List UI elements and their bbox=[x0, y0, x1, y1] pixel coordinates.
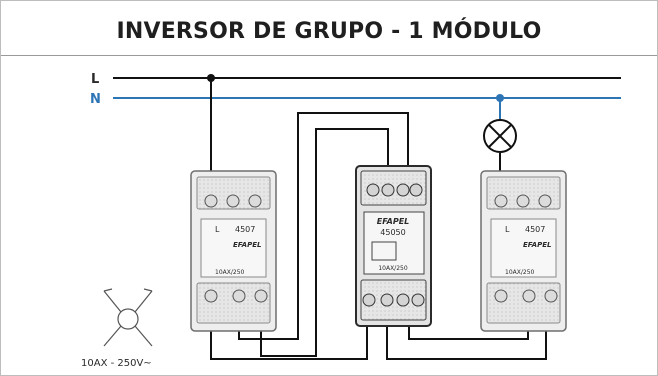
switch-1-number: 4507 bbox=[235, 225, 255, 234]
title-divider bbox=[1, 55, 657, 56]
inverter-module: EFAPEL 45050 10AX/250 bbox=[355, 165, 432, 327]
inverter-number: 45050 bbox=[380, 228, 405, 237]
rating-label: 10AX - 250V~ bbox=[81, 358, 152, 369]
inverter-rating: 10AX/250 bbox=[378, 265, 408, 272]
switch-1-brand: EFAPEL bbox=[233, 241, 261, 249]
switch-1-terminal: L bbox=[215, 225, 220, 234]
switch-module-2: L 4507 EFAPEL 10AX/250 bbox=[480, 170, 567, 332]
traveler-wire-1 bbox=[238, 112, 409, 340]
traveler-wire-2 bbox=[260, 128, 389, 357]
page-title: INVERSOR DE GRUPO - 1 MÓDULO bbox=[116, 19, 542, 44]
lamp-cross-icon bbox=[483, 119, 517, 153]
switch-module-1: L 4507 EFAPEL 10AX/250 bbox=[190, 170, 277, 332]
switch-symbol-icon bbox=[103, 288, 153, 347]
switch-2-brand: EFAPEL bbox=[523, 241, 551, 249]
switch-1-rating: 10AX/250 bbox=[215, 269, 245, 276]
switch-2-number: 4507 bbox=[525, 225, 545, 234]
switch-2-terminal: L bbox=[505, 225, 510, 234]
inverter-brand: EFAPEL bbox=[377, 217, 410, 226]
live-label: L bbox=[91, 72, 99, 87]
neutral-label: N bbox=[90, 92, 101, 107]
switch-2-rating: 10AX/250 bbox=[505, 269, 535, 276]
